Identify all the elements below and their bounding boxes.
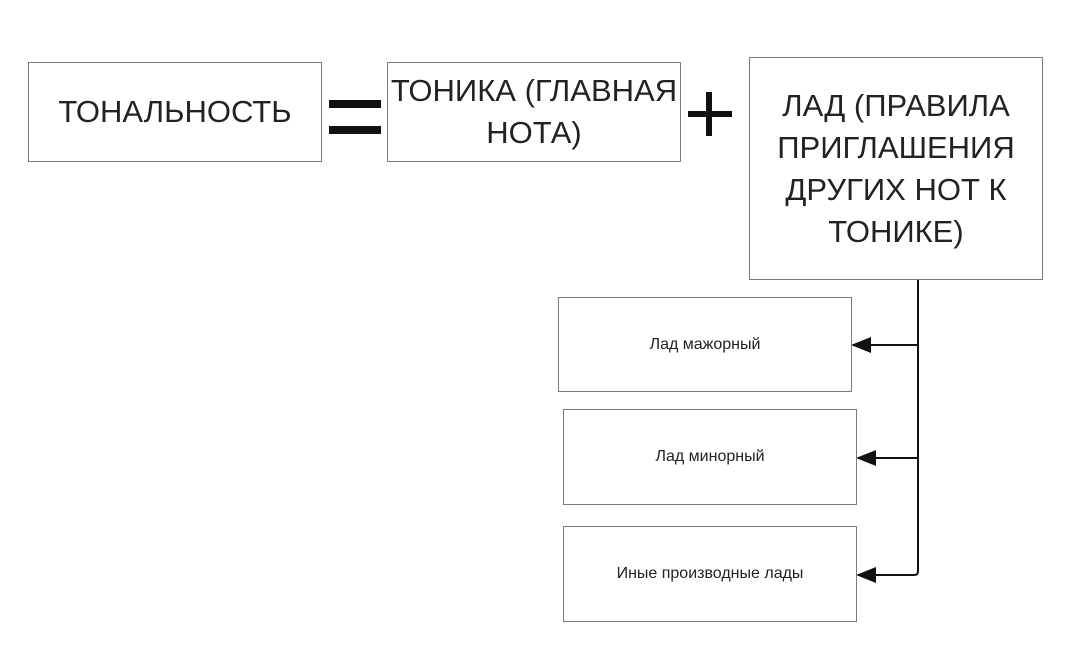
trunk-line <box>913 279 919 576</box>
plus-horizontal <box>688 111 732 117</box>
mode-major-label: Лад мажорный <box>649 335 761 353</box>
mode-major-box: Лад мажорный <box>558 297 852 392</box>
mode-other-label: Иные производные лады <box>616 565 804 582</box>
tonality-box: ТОНАЛЬНОСТЬ <box>28 62 322 162</box>
equals-bar-top <box>329 100 381 108</box>
equals-bar-bottom <box>329 126 381 134</box>
mode-minor-box: Лад минорный <box>563 409 857 505</box>
tonality-label: ТОНАЛЬНОСТЬ <box>58 94 292 129</box>
mode-box: ЛАД (ПРАВИЛА ПРИГЛАШЕНИЯ ДРУГИХ НОТ К ТО… <box>749 57 1043 280</box>
mode-minor-label: Лад минорный <box>655 448 765 465</box>
tonic-label: ТОНИКА (ГЛАВНАЯ НОТА) <box>390 73 678 150</box>
tonic-box: ТОНИКА (ГЛАВНАЯ НОТА) <box>387 62 681 162</box>
mode-other-box: Иные производные лады <box>563 526 857 622</box>
mode-label: ЛАД (ПРАВИЛА ПРИГЛАШЕНИЯ ДРУГИХ НОТ К ТО… <box>777 87 1015 249</box>
